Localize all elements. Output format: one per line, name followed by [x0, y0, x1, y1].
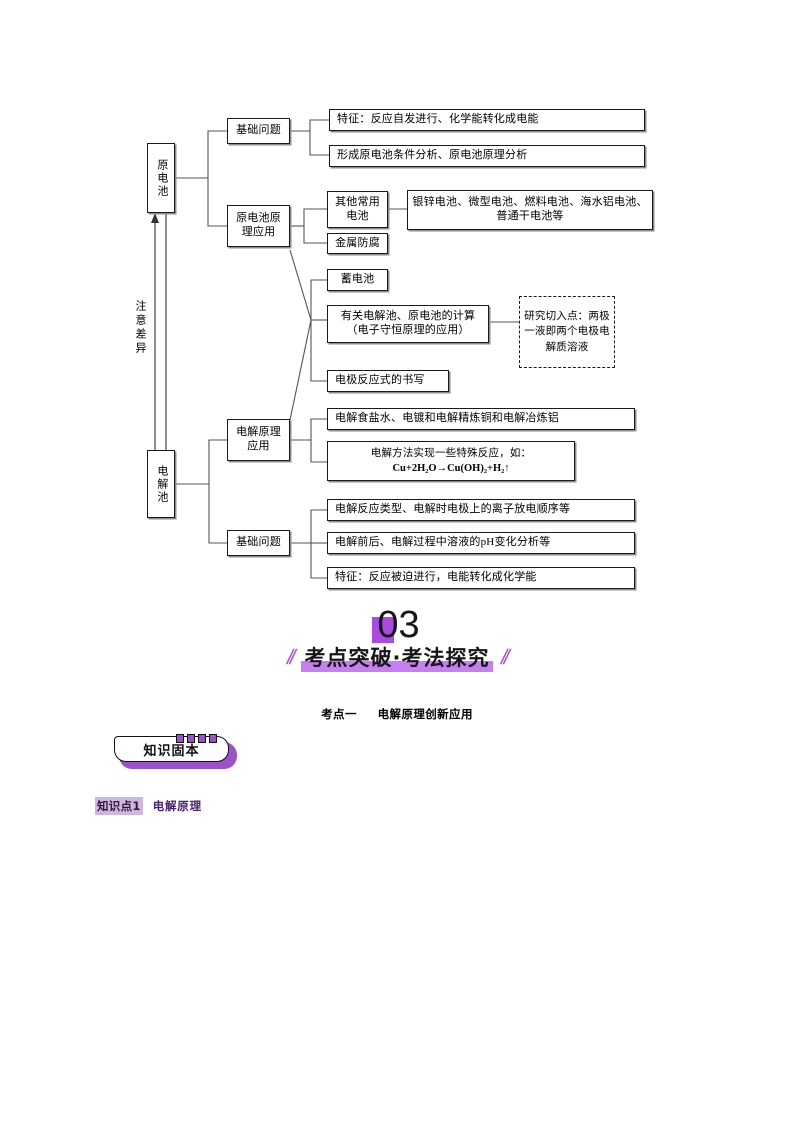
badge-dot-2 [187, 734, 195, 743]
node-electrode-equation[interactable]: 电极反应式的书写 [327, 370, 449, 392]
knowledge-badge[interactable]: 知识固本 [114, 734, 238, 770]
knowledge-point-tag: 知识点1 [95, 797, 143, 815]
node-primary-principle-application[interactable]: 原电池原理应用 [227, 205, 290, 247]
node-primary-basic-item-0[interactable]: 特征：反应自发进行、化学能转化成电能 [329, 109, 645, 131]
knowledge-point-title: 电解原理 [152, 799, 202, 813]
section-number-square [372, 617, 395, 643]
node-primary-basic-item-1[interactable]: 形成原电池条件分析、原电池原理分析 [329, 145, 645, 167]
node-storage-battery[interactable]: 蓄电池 [327, 269, 388, 291]
kaodian-title: 电解原理创新应用 [377, 707, 473, 721]
node-electrolytic-basic-item-1[interactable]: 电解前后、电解过程中溶液的pH变化分析等 [327, 532, 635, 554]
node-electrolytic-basic-item-2[interactable]: 特征：反应被迫进行，电能转化成化学能 [327, 567, 635, 589]
node-metal-corrosion[interactable]: 金属防腐 [327, 233, 388, 254]
node-other-batteries[interactable]: 其他常用电池 [327, 191, 388, 228]
node-electrolytic-principle-application[interactable]: 电解原理应用 [227, 419, 290, 461]
special-reaction-title: 电解方法实现一些特殊反应，如： [370, 447, 532, 459]
kaodian-heading: 考点一 电解原理创新应用 [0, 706, 794, 722]
node-primary-basic-problems[interactable]: 基础问题 [227, 118, 290, 144]
badge-dot-1 [176, 734, 184, 743]
node-special-reaction[interactable]: 电解方法实现一些特殊反应，如： Cu+2H₂O→Cu(OH)₂+H₂↑ [327, 441, 575, 481]
node-electrolytic-cell[interactable]: 电解池 [147, 450, 175, 518]
special-reaction-formula: Cu+2H₂O→Cu(OH)₂+H₂↑ [392, 463, 510, 474]
section-title-text: 考点突破·考法探究 [304, 646, 490, 670]
flowchart: 原电池 电解池 注意差异 基础问题 原电池原理应用 特征：反应自发进行、化学能转… [134, 109, 653, 589]
section-number: 03 [377, 604, 420, 646]
badge-dots-icon [176, 734, 217, 743]
node-calculation[interactable]: 有关电解池、原电池的计算（电子守恒原理的应用） [327, 305, 489, 343]
knowledge-point-heading: 知识点1 电解原理 [95, 797, 202, 815]
kaodian-index: 考点一 [321, 707, 357, 721]
section-header: 03 // 考点突破·考法探究 // [0, 604, 794, 673]
section-title: 考点突破·考法探究 [300, 642, 494, 673]
node-electrolytic-basic-problems[interactable]: 基础问题 [227, 530, 290, 556]
section-title-row: // 考点突破·考法探究 // [0, 642, 794, 673]
slashes-right-icon: // [499, 645, 510, 669]
badge-dot-4 [209, 734, 217, 743]
label-difference-note: 注意差异 [134, 300, 146, 356]
node-electrolytic-basic-item-0[interactable]: 电解反应类型、电解时电极上的离子放电顺序等 [327, 499, 635, 521]
badge-dot-3 [198, 734, 206, 743]
node-electrolytic-app-item-0[interactable]: 电解食盐水、电镀和电解精炼铜和电解冶炼铝 [327, 408, 635, 430]
section-number-wrap: 03 [372, 604, 420, 646]
node-primary-cell[interactable]: 原电池 [147, 143, 175, 213]
slashes-left-icon: // [284, 645, 296, 669]
node-other-batteries-detail[interactable]: 银锌电池、微型电池、燃料电池、海水铝电池、普通干电池等 [407, 190, 653, 230]
node-research-entry-point: 研究切入点：两极一液即两个电极电解质溶液 [519, 296, 615, 368]
